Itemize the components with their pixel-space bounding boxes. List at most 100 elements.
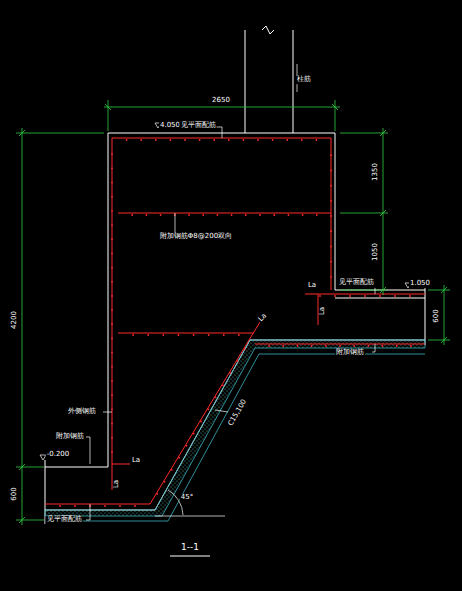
rebar-dot (126, 139, 128, 141)
rebar-dot (208, 334, 210, 336)
reinforcement (45, 138, 425, 504)
rebar-dot (132, 334, 134, 336)
dimension: 600 (433, 308, 441, 323)
rebar-dot (134, 505, 136, 507)
rebar-dot (334, 295, 336, 297)
rebar-dot (259, 214, 261, 216)
rebar-dot (379, 295, 381, 297)
rebar-dot (193, 433, 195, 435)
rebar-dot (217, 214, 219, 216)
rebar-dot (111, 380, 113, 382)
rebar-note: 附加钢筋Φ8@200双向 (159, 233, 233, 241)
rebar-dot (155, 139, 157, 141)
rebar-dot (301, 139, 303, 141)
rebar-dot (238, 334, 240, 336)
rebar-dot (257, 139, 259, 141)
rebar-dot (231, 214, 233, 216)
dimension-lines (16, 100, 450, 525)
rebar-dot (409, 295, 411, 297)
rebar-dot (367, 345, 369, 347)
rebar-dot (282, 345, 284, 347)
rebar-dot (223, 334, 225, 336)
rebar-dot (111, 267, 113, 269)
rebar-dot (339, 345, 341, 347)
rebar-dot (147, 334, 149, 336)
section-caption: 1--1 (179, 542, 201, 552)
rebar-dot (330, 261, 332, 263)
rebar-dot (164, 481, 166, 483)
rebar-dot (111, 408, 113, 410)
rebar-dot (215, 396, 217, 398)
rebar-dot (184, 139, 186, 141)
dimension: 600 (11, 486, 19, 501)
rebar-dot (59, 505, 61, 507)
dimension: 4200 (11, 310, 19, 330)
rebar-dot (268, 345, 270, 347)
rebar-dot (272, 139, 274, 141)
rebar-dot (330, 200, 332, 202)
rebar-dot (111, 309, 113, 311)
rebar-dot (170, 139, 172, 141)
elevation: 1.050 (409, 280, 431, 288)
rebar-dot (286, 139, 288, 141)
rebar-dot (302, 214, 304, 216)
rebar-dot (330, 185, 332, 187)
rebar-dot (178, 457, 180, 459)
dimension: 2650 (211, 97, 231, 105)
rebar-dot (207, 409, 209, 411)
rebar-dot (330, 154, 332, 156)
rebar-dot (111, 352, 113, 354)
rebar-dot (146, 214, 148, 216)
anchor-length: La (113, 479, 121, 489)
rebar-dot (410, 345, 412, 347)
rebar-dot (111, 167, 113, 169)
leader-lines (40, 64, 411, 556)
rebar-dot (74, 505, 76, 507)
rebar-note: 见平面配筋 (46, 516, 83, 524)
rebar-dot (222, 384, 224, 386)
rebar-note: 附加钢筋 (55, 433, 85, 441)
rebar-dot (330, 246, 332, 248)
rebar-dot (186, 445, 188, 447)
rebar-dot (111, 437, 113, 439)
rebar-dot (237, 360, 239, 362)
concrete-outline (45, 26, 425, 524)
angle: 45° (180, 494, 194, 502)
rebar-dot (330, 276, 332, 278)
rebar-dot (396, 345, 398, 347)
rebar-dot (111, 423, 113, 425)
rebar-dot (156, 493, 158, 495)
rebar-dot (111, 394, 113, 396)
rebar-dot (162, 334, 164, 336)
rebar-dot (330, 230, 332, 232)
rebar-dot (288, 214, 290, 216)
rebar-dot (213, 139, 215, 141)
rebar-dot (382, 345, 384, 347)
rebar-dot (111, 238, 113, 240)
rebar-dot (316, 139, 318, 141)
rebar-dot (364, 295, 366, 297)
rebar-note: 柱筋 (296, 76, 312, 84)
elevation: -0.200 (46, 451, 71, 459)
rebar-dot (111, 338, 113, 340)
rebar-dot (171, 469, 173, 471)
rebar-dot (325, 345, 327, 347)
rebar-dot (111, 366, 113, 368)
rebar-dot (111, 210, 113, 212)
rebar-dot (140, 139, 142, 141)
rebar-dot (319, 295, 321, 297)
rebar-dot (199, 139, 201, 141)
dimension: 1350 (372, 162, 380, 182)
rebar-note: 外侧钢筋 (67, 408, 97, 416)
rebar-dot (245, 214, 247, 216)
rebar-dot (111, 252, 113, 254)
rebar-dot (200, 421, 202, 423)
rebar-dot (229, 372, 231, 374)
rebar-note: 见平面配筋 (180, 122, 217, 130)
rebar-dot (188, 214, 190, 216)
rebar-dot (394, 295, 396, 297)
rebar-dot (111, 295, 113, 297)
bedding-note: C15,100 (227, 397, 249, 428)
